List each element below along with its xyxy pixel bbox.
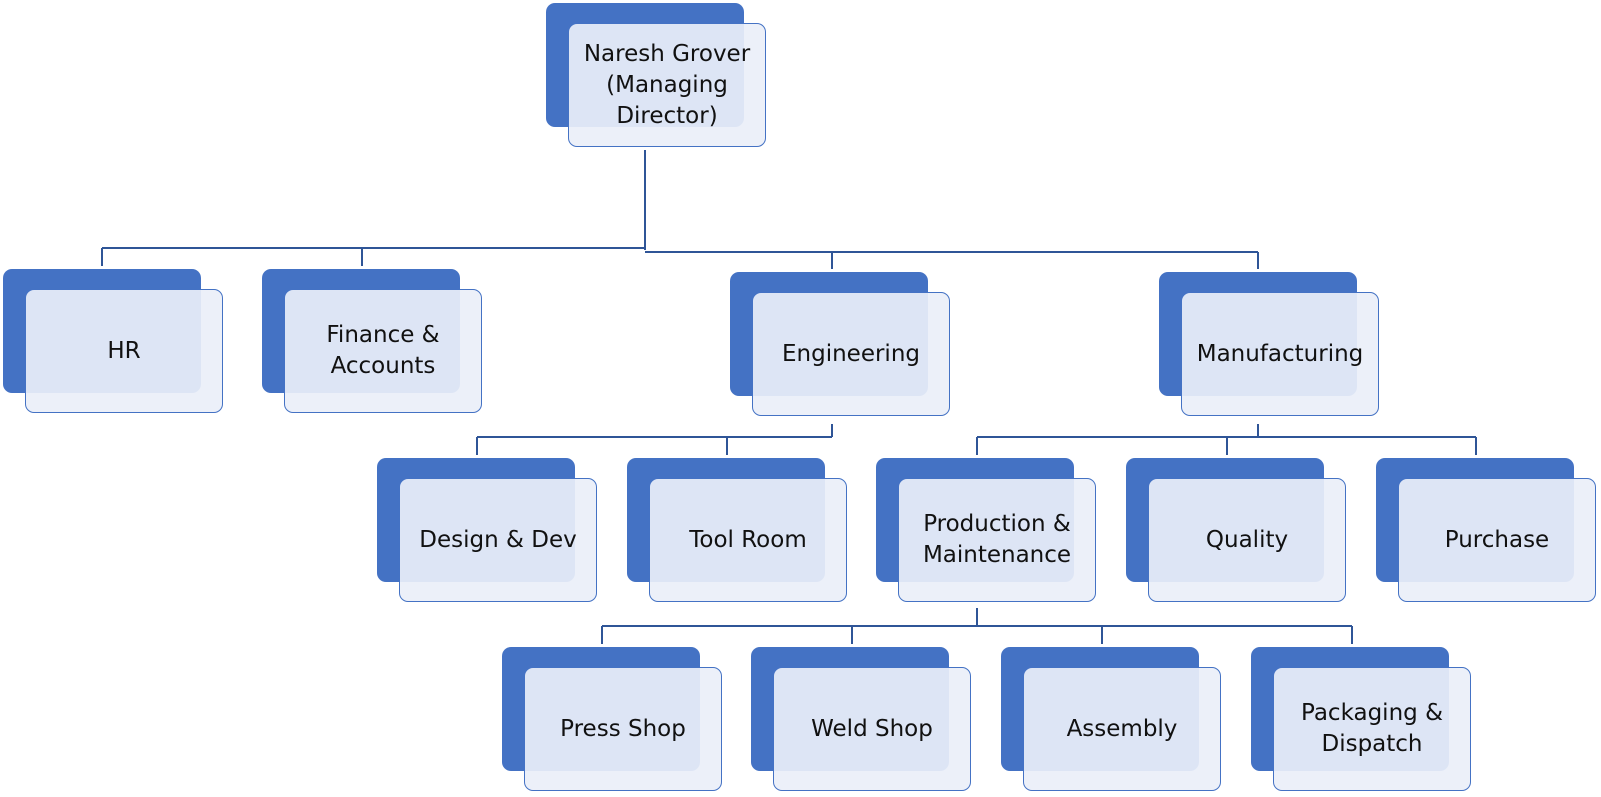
node-label: Purchase — [1444, 526, 1550, 553]
node-front-shape: HR — [25, 289, 223, 413]
node-manufacturing: Manufacturing — [1159, 272, 1381, 416]
node-production-maintenance: Production & Maintenance — [876, 458, 1098, 602]
node-label: Quality — [1205, 526, 1289, 553]
node-design-dev: Design & Dev — [377, 458, 599, 602]
node-managing-director: Naresh Grover (Managing Director) — [546, 3, 768, 147]
node-front-shape: Manufacturing — [1181, 292, 1379, 416]
node-purchase: Purchase — [1376, 458, 1598, 602]
node-quality: Quality — [1126, 458, 1348, 602]
node-front-shape: Press Shop — [524, 667, 722, 791]
node-label: Tool Room — [689, 526, 807, 553]
node-engineering: Engineering — [730, 272, 952, 416]
node-assembly: Assembly — [1001, 647, 1223, 791]
node-front-shape: Finance & Accounts — [284, 289, 482, 413]
node-hr: HR — [3, 269, 225, 413]
node-packaging-dispatch: Packaging & Dispatch — [1251, 647, 1473, 791]
node-press-shop: Press Shop — [502, 647, 724, 791]
node-front-shape: Production & Maintenance — [898, 478, 1096, 602]
node-label: Design & Dev — [419, 526, 577, 553]
node-front-shape: Design & Dev — [399, 478, 597, 602]
node-label: Engineering — [782, 340, 920, 367]
node-front-shape: Tool Room — [649, 478, 847, 602]
node-tool-room: Tool Room — [627, 458, 849, 602]
node-label: Packaging & Dispatch — [1301, 700, 1443, 757]
node-front-shape: Packaging & Dispatch — [1273, 667, 1471, 791]
node-label: Assembly — [1066, 715, 1178, 742]
node-front-shape: Assembly — [1023, 667, 1221, 791]
node-front-shape: Weld Shop — [773, 667, 971, 791]
node-label: Finance & Accounts — [326, 322, 440, 379]
node-finance-accounts: Finance & Accounts — [262, 269, 484, 413]
node-front-shape: Purchase — [1398, 478, 1596, 602]
node-label: Production & Maintenance — [922, 511, 1072, 568]
node-label: HR — [107, 337, 141, 364]
node-label: Press Shop — [560, 715, 686, 742]
node-front-shape: Quality — [1148, 478, 1346, 602]
node-label: Naresh Grover (Managing Director) — [583, 40, 751, 129]
node-label: Weld Shop — [811, 715, 933, 742]
node-label: Manufacturing — [1196, 340, 1364, 367]
node-weld-shop: Weld Shop — [751, 647, 973, 791]
node-front-shape: Naresh Grover (Managing Director) — [568, 23, 766, 147]
node-front-shape: Engineering — [752, 292, 950, 416]
